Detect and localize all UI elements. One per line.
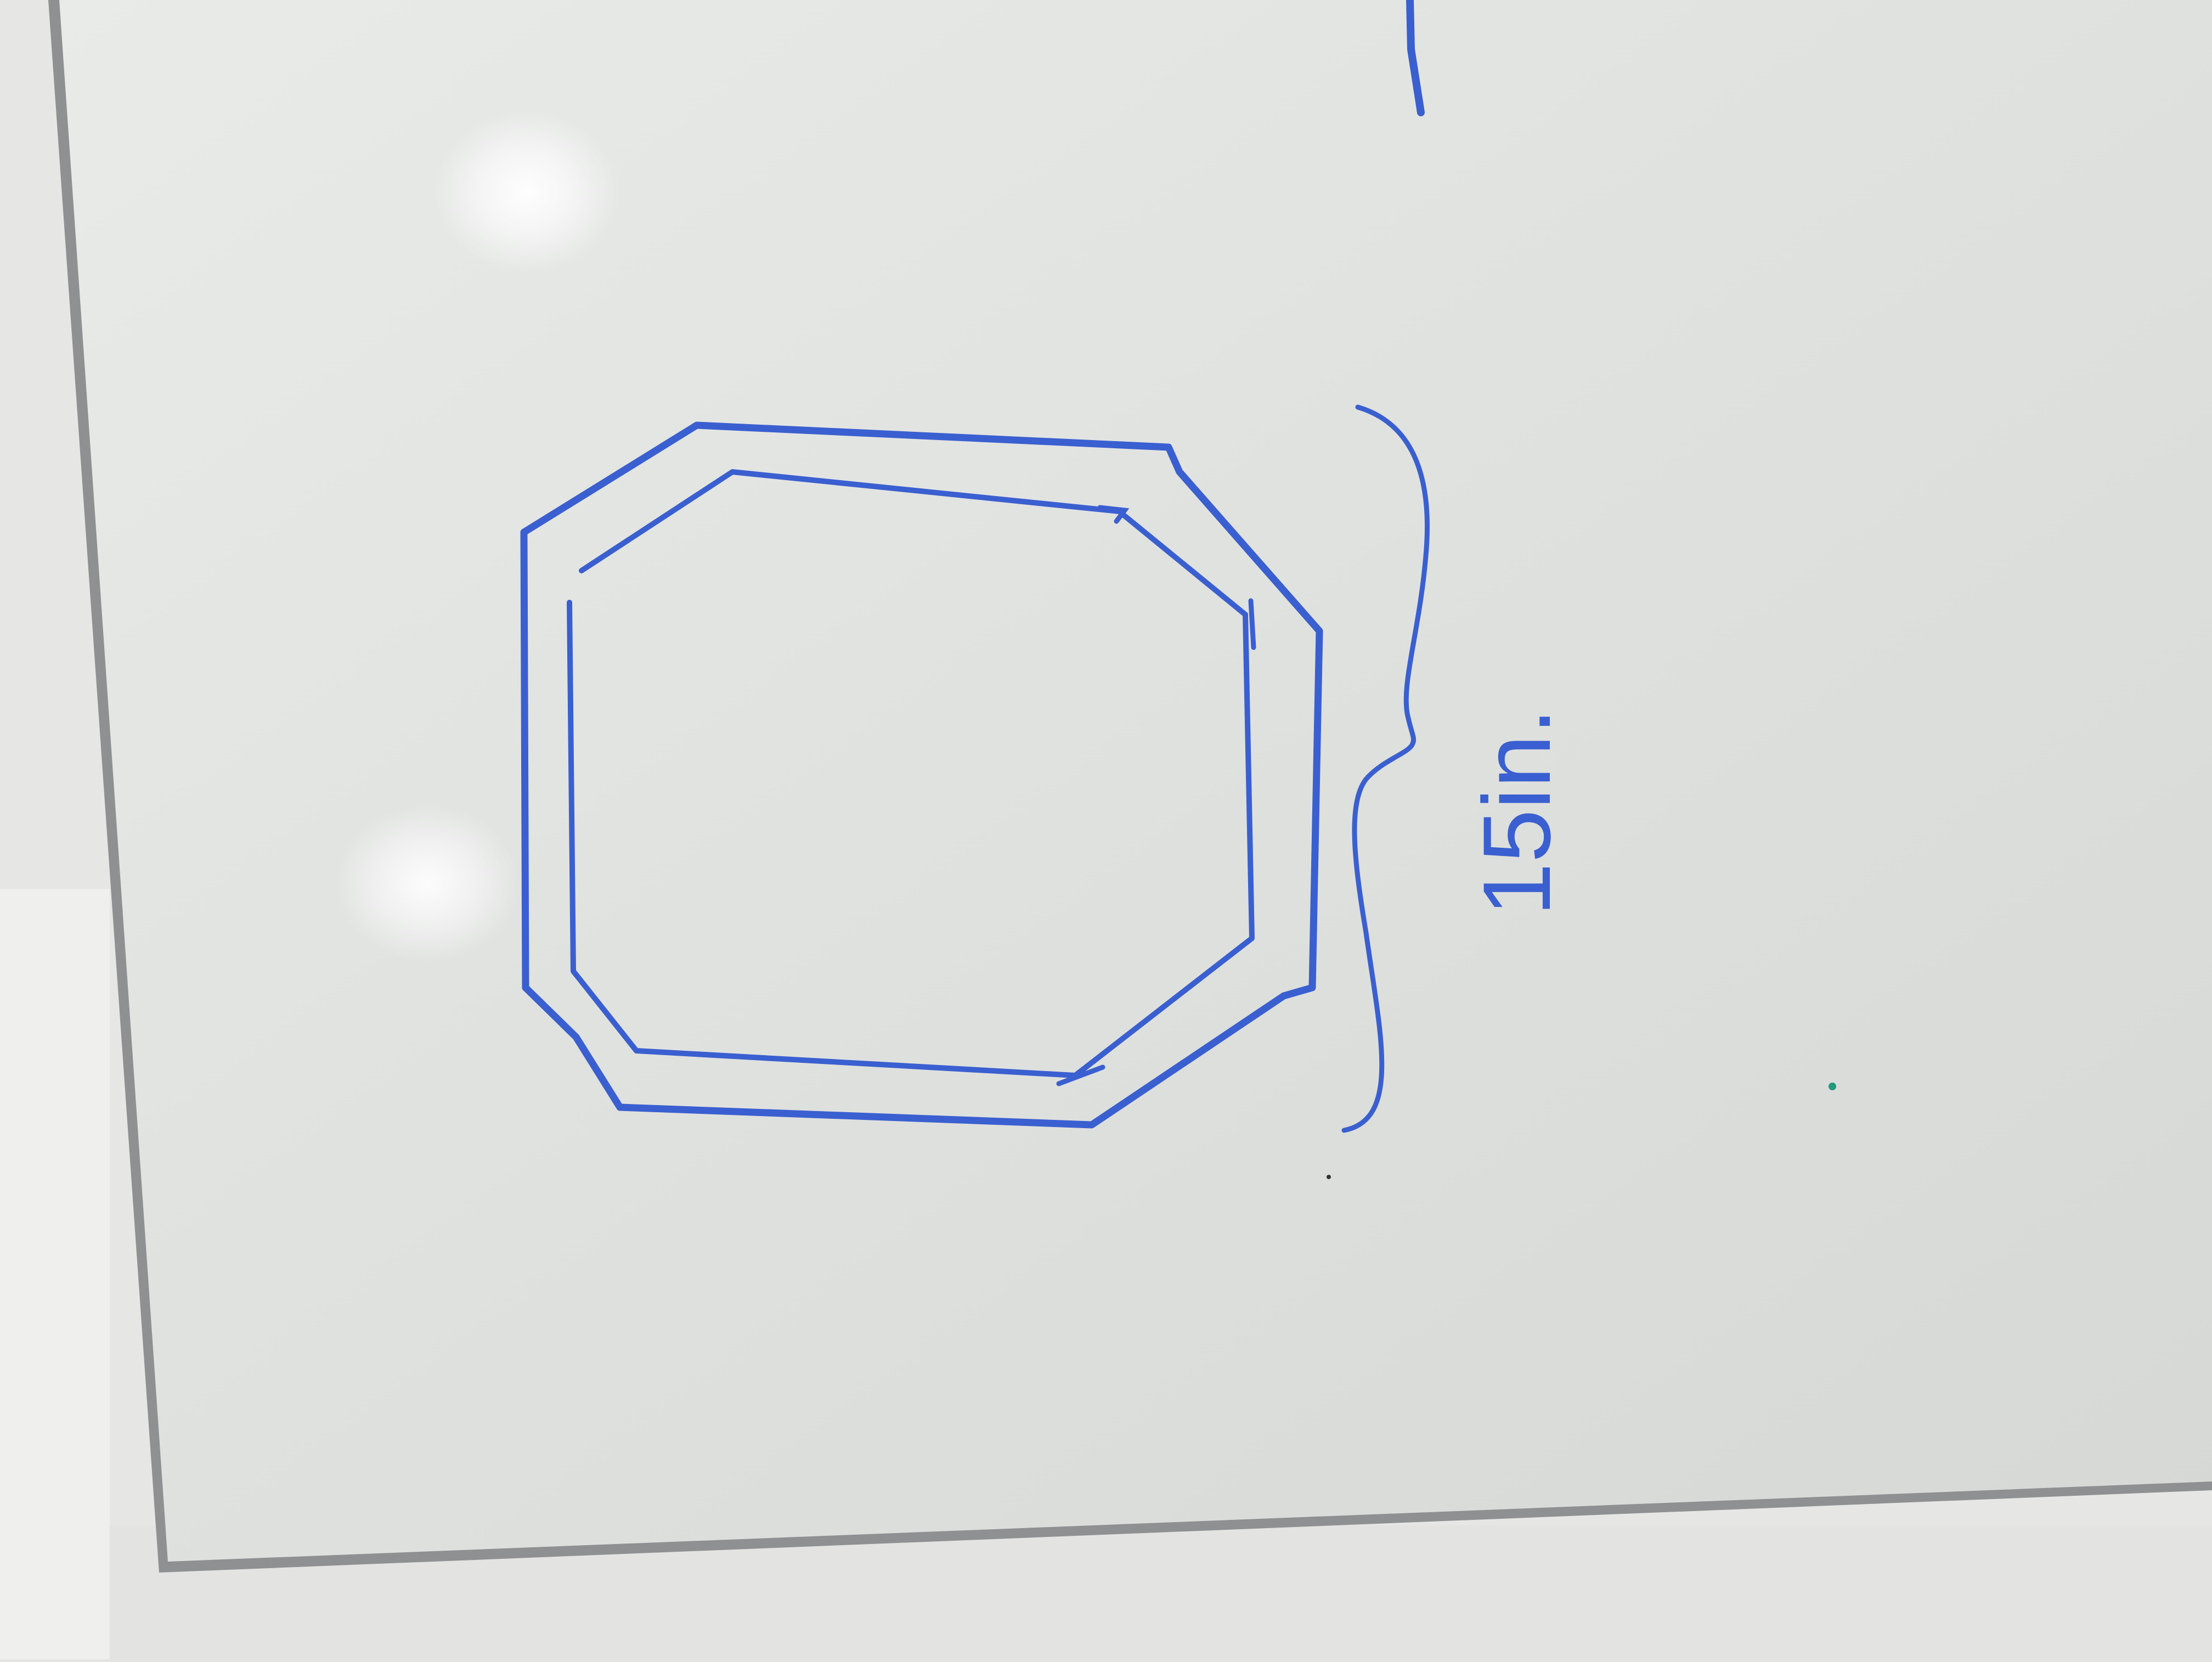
light-glare-top <box>433 110 620 274</box>
inner-corner-mark <box>1097 505 1130 524</box>
octagon-inner-outline <box>567 469 1255 1078</box>
wall-left-strip <box>0 889 110 1659</box>
inner-right-mark <box>1248 598 1256 650</box>
dimension-label: 15in. <box>1464 708 1571 916</box>
inner-bottom-mark <box>1056 1064 1105 1086</box>
whiteboard-surface <box>59 0 2212 1562</box>
marker-speck-green <box>1829 1083 1836 1090</box>
light-glare-middle <box>335 804 521 963</box>
marker-stroke-top <box>1406 0 1425 116</box>
dimension-bracket <box>1341 404 1430 1133</box>
octagon-outer-outline <box>520 421 1323 1129</box>
dirt-speck <box>1327 1175 1331 1179</box>
